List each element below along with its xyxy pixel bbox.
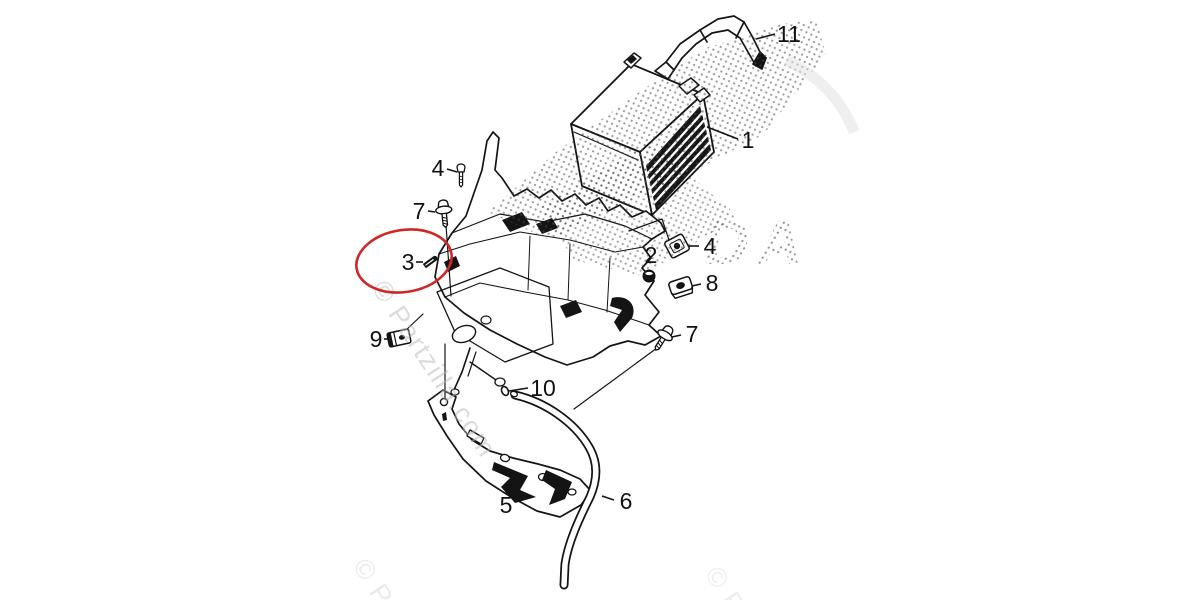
leader-line — [601, 495, 615, 501]
partzilla-watermark-bottom-left: © Partzilla.com — [347, 553, 484, 600]
clip-nut-part-9 — [386, 328, 412, 348]
bracket-clip — [492, 462, 536, 503]
leader-line — [505, 477, 512, 495]
leader-line — [427, 210, 436, 213]
callout-9[interactable]: 9 — [370, 326, 392, 352]
callout-5[interactable]: 5 — [500, 477, 513, 518]
grommet-part-10 — [500, 385, 510, 397]
flange-bolt-part-7-top — [434, 198, 455, 229]
callout-label-6[interactable]: 6 — [620, 488, 633, 514]
callout-1[interactable]: 1 — [706, 126, 755, 153]
callouts: 11 1 4 7 3 2 4 8 7 — [370, 21, 801, 518]
callout-2[interactable]: 2 — [645, 242, 658, 268]
leader-line — [706, 126, 739, 140]
callout-3[interactable]: 3 — [402, 249, 423, 275]
leader-line — [755, 33, 776, 40]
halftone-watermark: DA — [488, 20, 860, 278]
clip-part-3 — [422, 255, 438, 269]
bracket-part-5 — [427, 389, 592, 518]
leader-line — [508, 387, 529, 392]
callout-6[interactable]: 6 — [601, 488, 633, 514]
callout-4-right[interactable]: 4 — [688, 233, 717, 259]
callout-8[interactable]: 8 — [691, 270, 719, 296]
highlight-ellipse — [355, 228, 453, 294]
callout-label-7-top[interactable]: 7 — [413, 198, 426, 224]
wing-swoosh-watermark — [783, 55, 860, 135]
callout-label-11[interactable]: 11 — [777, 21, 801, 47]
callout-7-top[interactable]: 7 — [413, 198, 436, 224]
callout-label-1[interactable]: 1 — [742, 127, 755, 153]
callout-label-7-lower[interactable]: 7 — [686, 321, 699, 347]
screw-part-4-top — [456, 163, 466, 188]
callout-label-10[interactable]: 10 — [530, 375, 556, 401]
bracket-hole — [439, 397, 449, 407]
leader-line — [691, 283, 702, 287]
partzilla-watermark-bottom-right: © Partzilla.com — [699, 561, 836, 600]
brand-watermark-letters: DA — [700, 209, 815, 278]
callout-label-5[interactable]: 5 — [500, 492, 513, 518]
callout-4-top[interactable]: 4 — [432, 155, 458, 181]
callout-11[interactable]: 11 — [755, 21, 801, 47]
rubber-mount-part-8 — [668, 276, 694, 300]
callout-label-9[interactable]: 9 — [370, 326, 383, 352]
callout-label-4-right[interactable]: 4 — [704, 233, 717, 259]
callout-7-lower[interactable]: 7 — [671, 321, 699, 347]
callout-10[interactable]: 10 — [508, 375, 556, 401]
callout-label-8[interactable]: 8 — [706, 270, 719, 296]
callout-label-2[interactable]: 2 — [645, 242, 658, 268]
leader-line — [671, 334, 682, 338]
box-oval-hole — [451, 324, 477, 344]
drain-tube-part-6 — [509, 390, 601, 590]
callout-label-3[interactable]: 3 — [402, 249, 415, 275]
leader-line — [446, 168, 458, 173]
callout-label-4-top[interactable]: 4 — [432, 155, 445, 181]
